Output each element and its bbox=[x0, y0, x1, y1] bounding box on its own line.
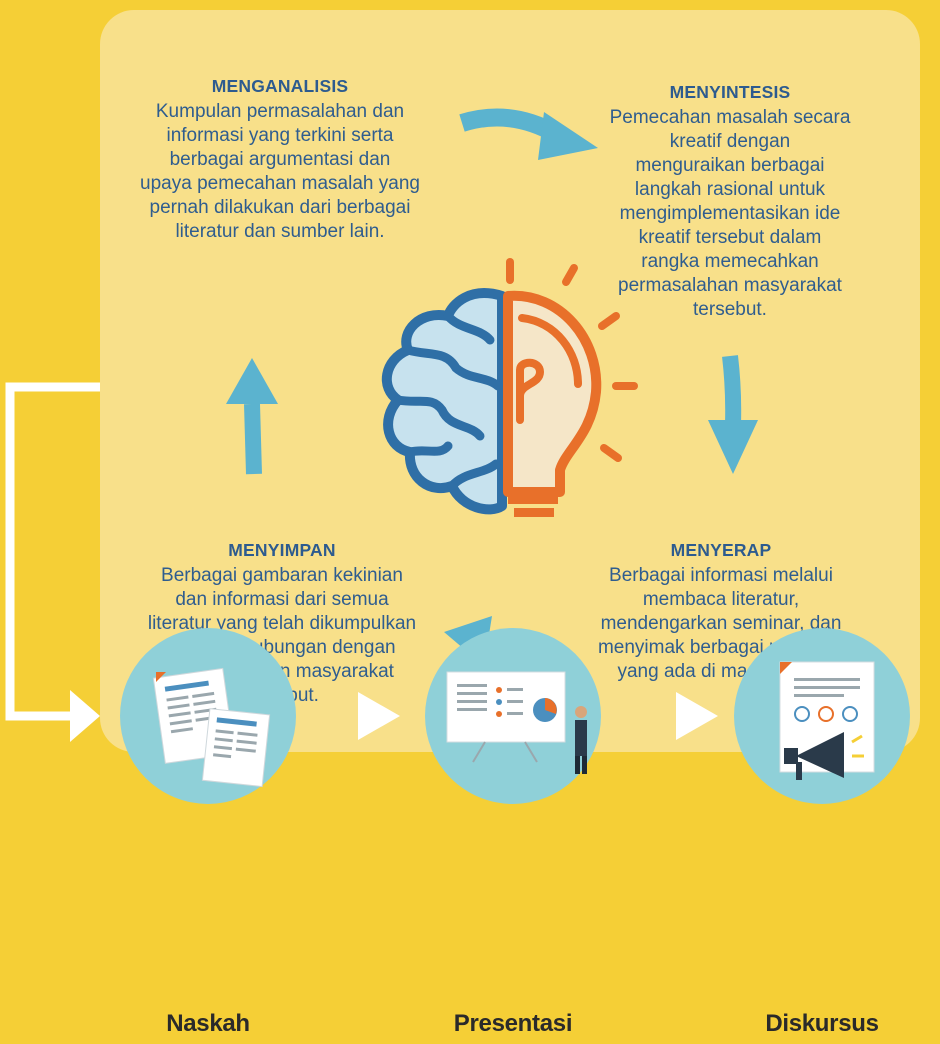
arrow-down-icon bbox=[708, 355, 758, 474]
step-text-line: pernah dilakukan dari berbagai bbox=[149, 197, 411, 218]
step-text-line: upaya pemecahan masalah yang bbox=[140, 173, 420, 194]
step-text-line: literatur dan sumber lain. bbox=[175, 221, 385, 242]
brain-bulb-icon bbox=[381, 258, 638, 517]
megaphone-document-icon bbox=[779, 661, 875, 780]
step-text-line: permasalahan masyarakat bbox=[618, 275, 842, 296]
presentasi-circle bbox=[425, 628, 601, 804]
output-label-diskursus: Diskursus bbox=[765, 1010, 879, 1037]
step-text-line: berbagai argumentasi dan bbox=[169, 149, 391, 170]
arrow-up-icon bbox=[226, 358, 278, 475]
output-label-naskah: Naskah bbox=[166, 1010, 250, 1037]
document-icon bbox=[152, 667, 271, 788]
step-text-line: membaca literatur, bbox=[642, 589, 800, 610]
output-label-presentasi: Presentasi bbox=[453, 1010, 573, 1037]
step-text-line: Berbagai informasi melalui bbox=[609, 565, 833, 586]
step-text-line: dan informasi dari semua bbox=[175, 589, 389, 610]
arrow-to-naskah-icon bbox=[70, 690, 100, 742]
step-text-line: rangka memecahkan bbox=[641, 251, 819, 272]
step-title: MENGANALISIS bbox=[211, 76, 349, 96]
step-text-line: informasi yang terkini serta bbox=[166, 125, 394, 146]
step-title: MENYERAP bbox=[670, 540, 772, 560]
step-text-line: langkah rasional untuk bbox=[634, 179, 826, 200]
step-title: MENYIMPAN bbox=[228, 540, 336, 560]
feedback-connector-line bbox=[5, 382, 100, 721]
step-text-line: mengimplementasikan ide bbox=[619, 203, 841, 224]
step-text-line: Kumpulan permasalahan dan bbox=[155, 101, 405, 122]
step-text-line: kreatif dengan bbox=[669, 131, 791, 152]
step-menganalisis: MENGANALISIS Kumpulan permasalahan dan i… bbox=[130, 74, 430, 244]
presentation-board-icon bbox=[446, 671, 587, 774]
step-text-line: Berbagai gambaran kekinian bbox=[161, 565, 403, 586]
arrow-to-presentasi-icon bbox=[358, 692, 400, 740]
step-text-line: tersebut. bbox=[693, 299, 767, 320]
diskursus-circle bbox=[734, 628, 910, 804]
step-title: MENYINTESIS bbox=[669, 82, 791, 102]
step-text-line: menguraikan berbagai bbox=[635, 155, 825, 176]
step-text-line: mendengarkan seminar, dan bbox=[600, 613, 842, 634]
arrow-to-diskursus-icon bbox=[676, 692, 718, 740]
step-text-line: kreatif tersebut dalam bbox=[638, 227, 822, 248]
naskah-circle bbox=[120, 628, 296, 804]
arrow-right-curved-icon bbox=[459, 108, 598, 160]
step-menyintesis: MENYINTESIS Pemecahan masalah secara kre… bbox=[598, 80, 862, 322]
step-text-line: Pemecahan masalah secara bbox=[609, 107, 851, 128]
